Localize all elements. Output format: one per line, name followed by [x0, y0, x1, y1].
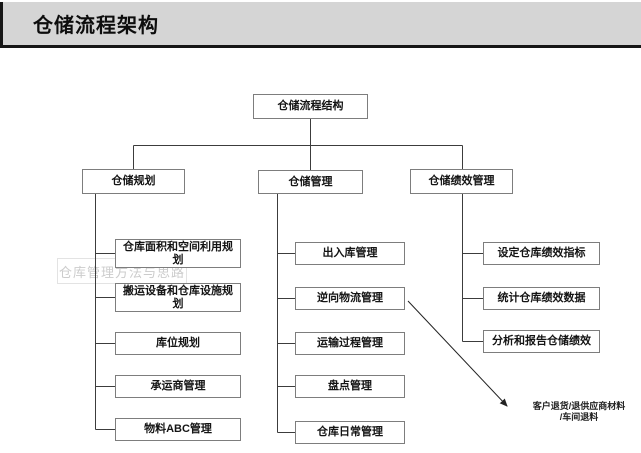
reverse-logistics-arrow — [407, 300, 508, 407]
node-inbound-outbound: 出入库管理 — [295, 242, 405, 265]
node-transport-process: 运输过程管理 — [295, 332, 405, 355]
node-warehouse-management: 仓储管理 — [258, 170, 363, 194]
node-material-abc-management: 物料ABC管理 — [115, 418, 241, 441]
node-daily-management: 仓库日常管理 — [295, 421, 405, 444]
node-warehouse-performance: 仓储绩效管理 — [410, 169, 513, 194]
stubs-right — [462, 253, 483, 342]
node-reverse-logistics: 逆向物流管理 — [295, 287, 405, 310]
stubs-middle — [277, 253, 295, 433]
page-title: 仓储流程架构 — [33, 15, 159, 37]
node-equipment-facility-planning: 搬运设备和仓库设施规划 — [115, 283, 241, 312]
returns-note: 客户退货/退供应商材料 /车间退料 — [518, 401, 640, 423]
node-root: 仓储流程结构 — [253, 94, 368, 119]
node-warehouse-planning: 仓储规划 — [82, 169, 185, 194]
node-analyze-report-performance: 分析和报告仓储绩效 — [483, 330, 600, 353]
returns-note-line1: 客户退货/退供应商材料 — [532, 401, 626, 411]
node-slot-planning: 库位规划 — [115, 332, 241, 355]
node-performance-statistics: 统计仓库绩效数据 — [483, 287, 600, 310]
stubs-left — [95, 253, 115, 430]
header-bar: 仓储流程架构 — [0, 2, 641, 48]
node-stocktaking: 盘点管理 — [295, 375, 405, 398]
node-carrier-management: 承运商管理 — [115, 375, 241, 398]
node-area-space-planning: 仓库面积和空间利用规划 — [115, 239, 241, 268]
returns-note-line2: /车间退料 — [559, 412, 599, 422]
node-set-performance-kpi: 设定仓库绩效指标 — [483, 242, 600, 265]
